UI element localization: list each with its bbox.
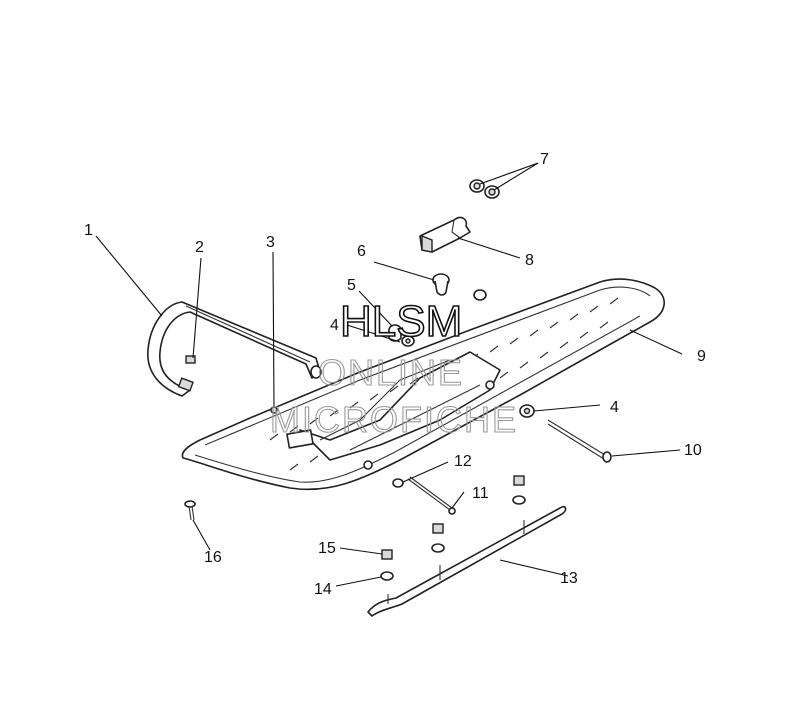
- ski-pad: [419, 216, 471, 253]
- ski-handle: [147, 301, 322, 397]
- callout-14: 14: [314, 581, 332, 598]
- spindle-bolt: [547, 419, 612, 463]
- spindle-bushing: [432, 273, 487, 301]
- watermark-line-1: HLSM: [340, 297, 462, 346]
- watermark-line-3: MICROFICHE: [270, 399, 518, 440]
- leader-lines: [95, 162, 683, 587]
- callout-7: 7: [540, 151, 549, 168]
- watermark: HLSM ONLINE MICROFICHE: [269, 296, 518, 440]
- flat-washer: [380, 571, 394, 581]
- watermark-line-2: ONLINE: [318, 352, 464, 393]
- callout-4-upper: 4: [330, 317, 339, 334]
- callout-9: 9: [697, 348, 706, 365]
- callout-2: 2: [195, 239, 204, 256]
- callout-3: 3: [266, 234, 275, 251]
- carriage-bolt: [184, 500, 196, 521]
- callout-15: 15: [318, 540, 336, 557]
- callout-labels: 1 2 3 4 4 5 6 7 8 9 10 11 12 13 14 15 16: [84, 151, 706, 598]
- callout-6: 6: [357, 243, 366, 260]
- callout-5: 5: [347, 277, 356, 294]
- ski-washer: [392, 478, 404, 488]
- handle-clip: [185, 355, 196, 364]
- ski-bolt: [407, 476, 456, 515]
- wear-bar: [367, 505, 567, 617]
- callout-8: 8: [525, 252, 534, 269]
- callout-16: 16: [204, 549, 222, 566]
- callout-11: 11: [472, 485, 489, 502]
- callout-10: 10: [684, 442, 702, 459]
- callout-1: 1: [84, 222, 93, 239]
- callout-12: 12: [454, 453, 472, 470]
- lock-nut: [381, 549, 393, 560]
- ski-body: [181, 278, 665, 491]
- callout-4-right: 4: [610, 399, 619, 416]
- washer-right: [519, 404, 535, 418]
- callout-13: 13: [560, 570, 578, 587]
- wear-bar-nuts: [431, 475, 526, 553]
- spacer-washers: [469, 179, 500, 199]
- washer-upper: [401, 335, 415, 347]
